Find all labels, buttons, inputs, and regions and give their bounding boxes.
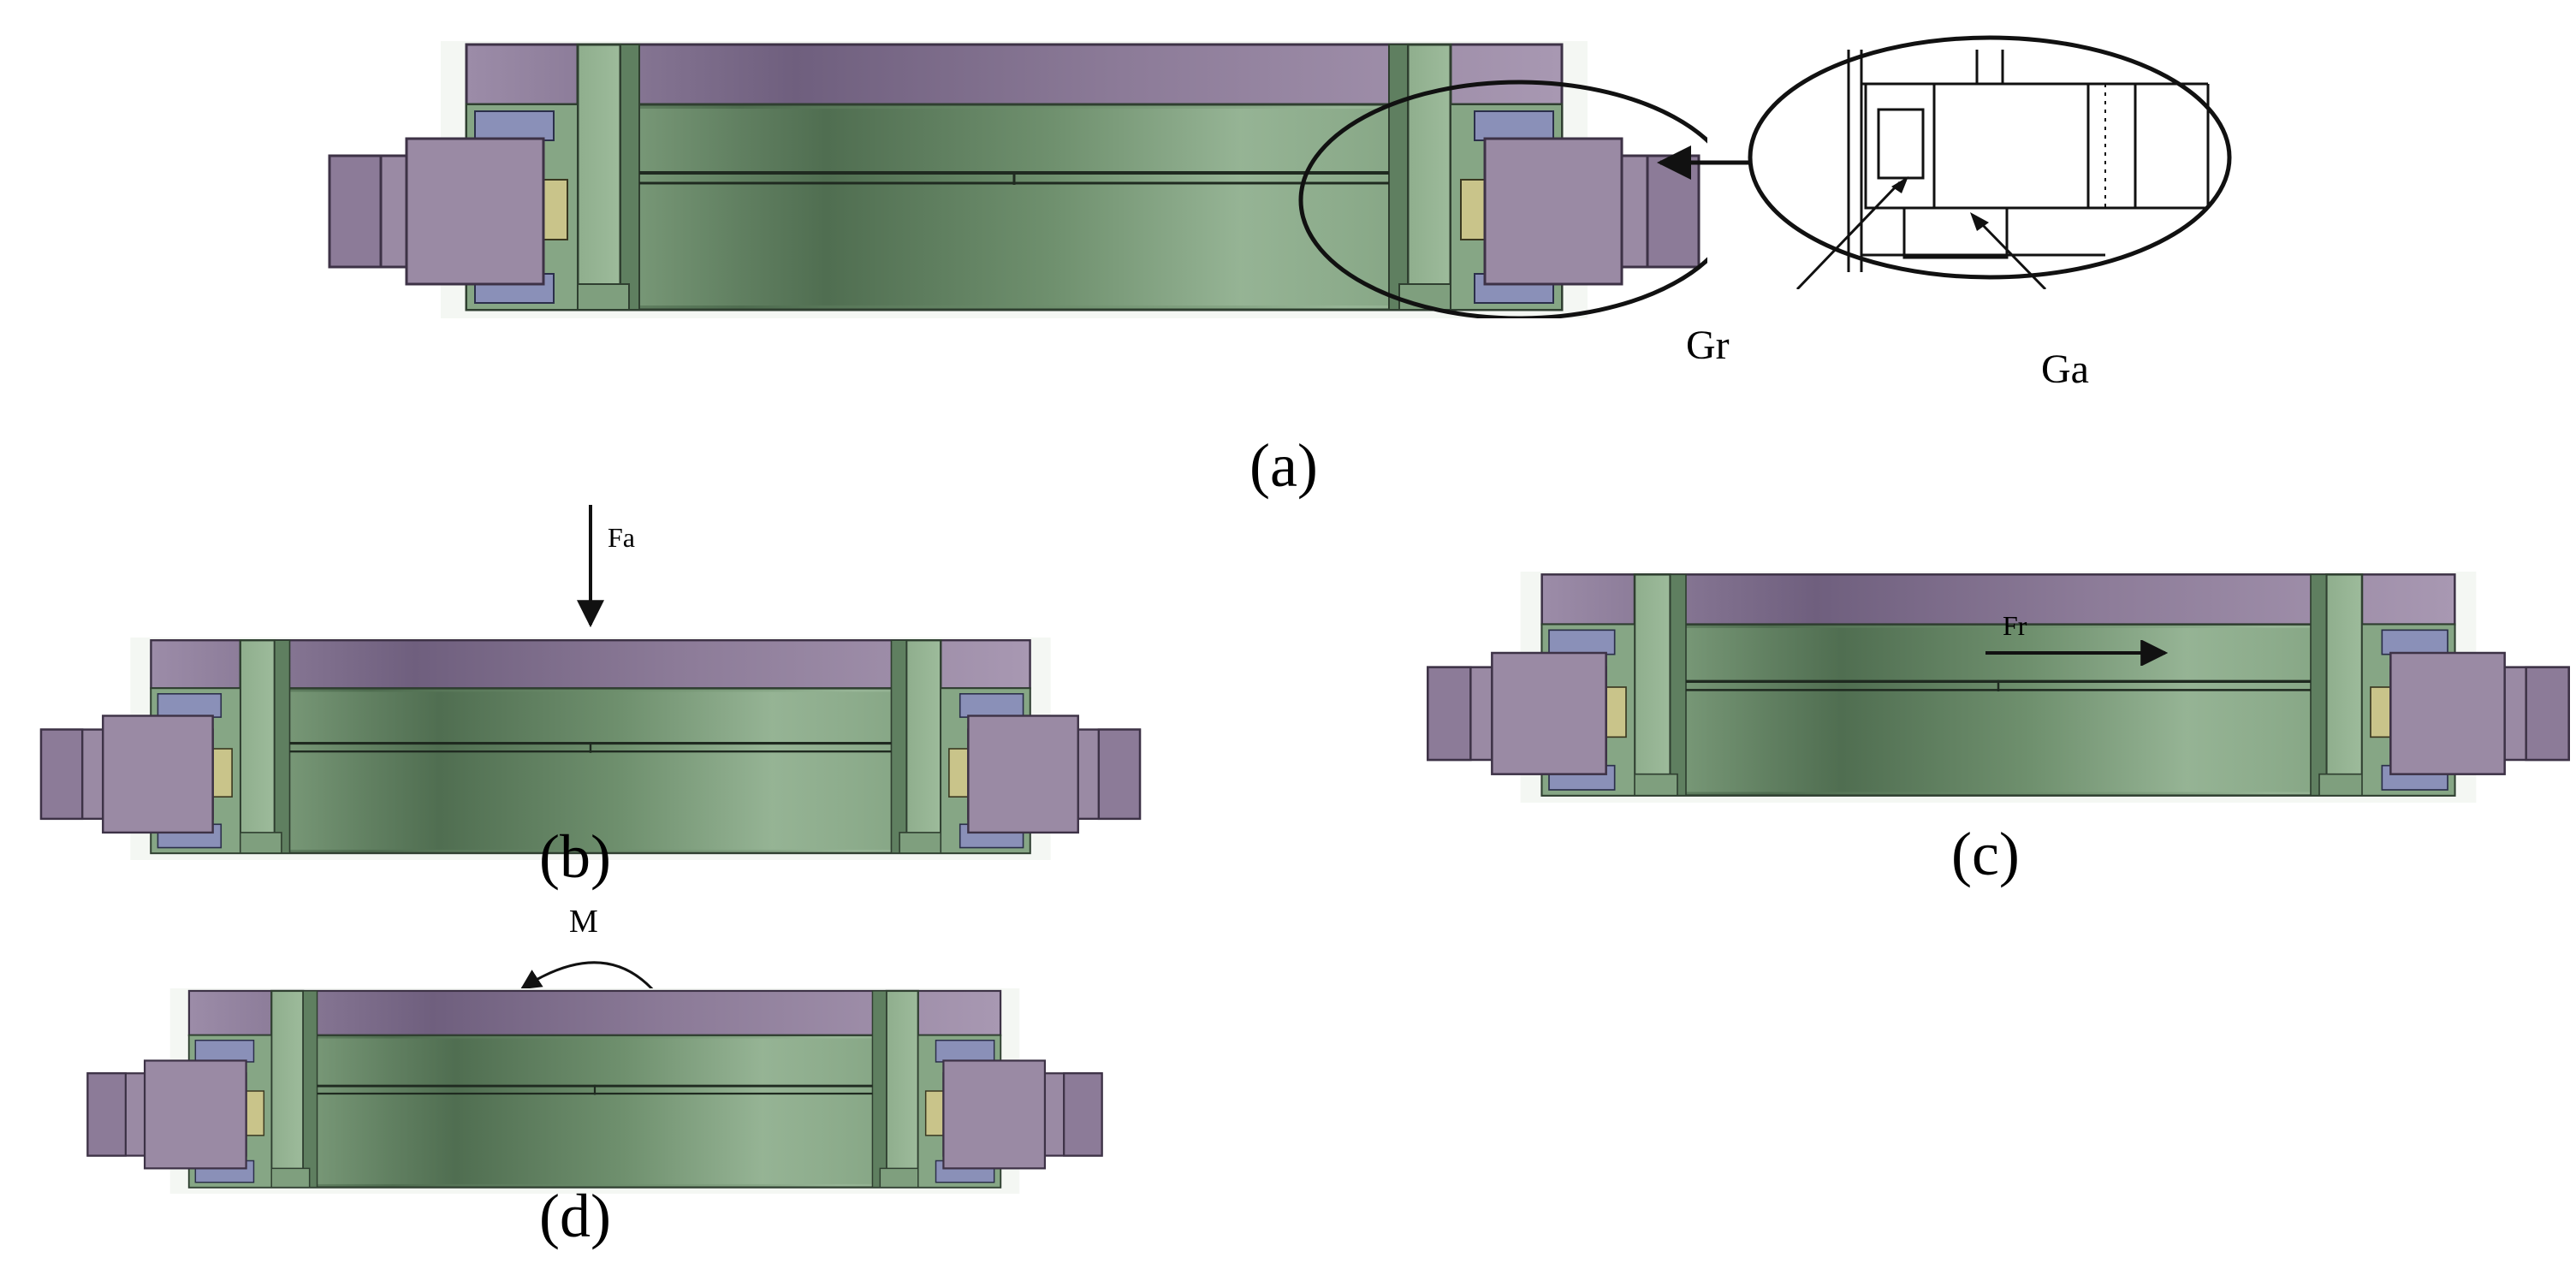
bearing-section-d	[86, 988, 1104, 1194]
gap-radial-label: Gr	[1686, 323, 1730, 368]
caption-d: (d)	[539, 1182, 611, 1250]
gap-axial-label: Ga	[2041, 347, 2089, 392]
panel-a: Gr Ga (a)	[0, 0, 2576, 513]
axial-force-label: Fa	[608, 522, 635, 553]
moment-arrow	[519, 961, 661, 998]
inset-zoom-view	[1748, 35, 2232, 289]
caption-a: (a)	[1249, 431, 1318, 500]
panel-d: M (d)	[0, 899, 1198, 1287]
moment-label: M	[569, 904, 598, 940]
axial-force-arrow	[577, 505, 604, 628]
panel-b: Fa (b)	[0, 496, 1198, 887]
bearing-section-a	[328, 41, 1707, 318]
radial-force-arrow	[1985, 640, 2169, 666]
radial-force-label: Fr	[2003, 610, 2027, 641]
caption-c: (c)	[1951, 820, 2020, 888]
caption-b: (b)	[539, 822, 611, 891]
panel-c: Fr (c)	[1412, 565, 2576, 907]
bearing-section-c	[1426, 572, 2571, 803]
